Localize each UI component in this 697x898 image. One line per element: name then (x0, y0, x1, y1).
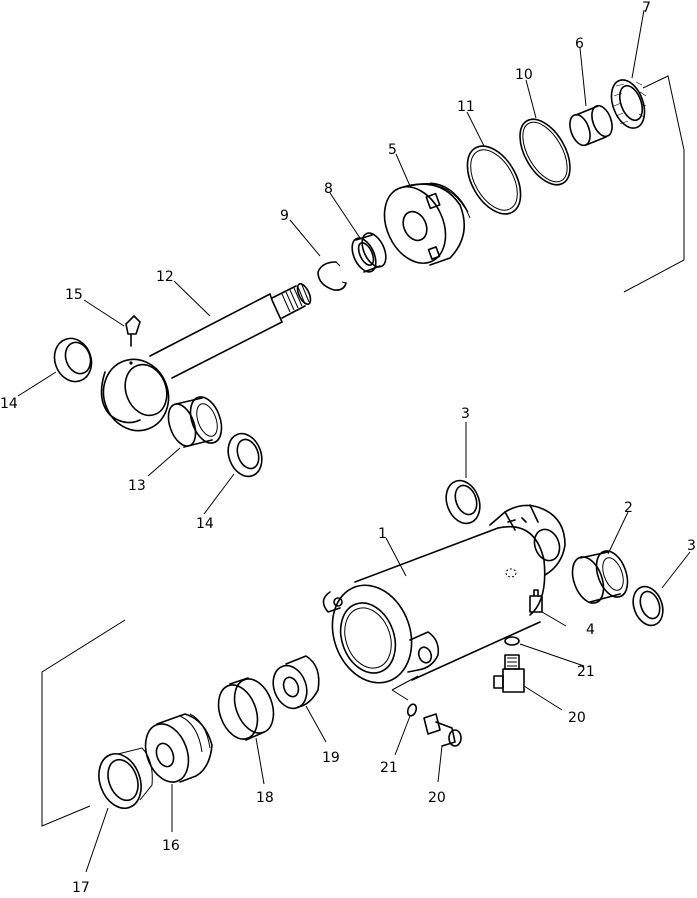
callout-7: 7 (642, 0, 651, 16)
bracket-line-upper (623, 75, 685, 293)
part-1-cylinder-tube (322, 504, 566, 684)
part-15-grease-nipple (125, 315, 141, 347)
part-3-dust-seal (445, 479, 481, 525)
part-3-dust-seal-right (632, 585, 664, 627)
callout-15: 15 (65, 287, 83, 303)
part-17-piston-seal (98, 747, 153, 809)
part-2-bushing (571, 550, 629, 604)
callout-2: 2 (624, 500, 633, 516)
part-16-piston (144, 713, 213, 783)
callout-9: 9 (280, 208, 289, 224)
part-19-nut (272, 655, 320, 710)
callout-13: 13 (128, 478, 146, 494)
callout-1: 1 (378, 526, 387, 542)
callout-3-right: 3 (687, 538, 696, 554)
part-6-bushing (569, 104, 613, 147)
callout-20-lower: 20 (428, 790, 446, 806)
callout-18: 18 (256, 790, 274, 806)
callout-14-lower: 14 (196, 516, 214, 532)
callout-6: 6 (575, 36, 584, 52)
callout-8: 8 (324, 181, 333, 197)
callout-3-upper: 3 (461, 406, 470, 422)
callout-12: 12 (156, 269, 174, 285)
callout-21-right: 21 (577, 664, 595, 680)
part-10-o-ring (519, 118, 571, 186)
part-18-wear-ring (217, 677, 275, 741)
callout-21-lower: 21 (380, 760, 398, 776)
callout-19: 19 (322, 750, 340, 766)
callout-11: 11 (457, 99, 475, 115)
part-21-o-ring (504, 636, 520, 646)
callout-14-upper: 14 (0, 396, 18, 412)
part-20-elbow-fitting (493, 654, 525, 693)
part-9-snap-ring (317, 261, 347, 291)
part-5-cylinder-head (383, 182, 471, 266)
port-connector-line (391, 675, 419, 701)
callout-20-right: 20 (568, 710, 586, 726)
part-14-dust-seal-lower (227, 432, 263, 478)
part-20-fitting-lower (423, 713, 462, 747)
part-21-o-ring-lower (406, 703, 418, 717)
callout-17: 17 (72, 880, 90, 896)
callout-10: 10 (515, 67, 533, 83)
callout-16: 16 (162, 838, 180, 854)
part-11-backup-ring (466, 145, 522, 215)
part-7-seal-ring (610, 79, 647, 129)
part-14-dust-seal (53, 337, 93, 383)
callout-5: 5 (388, 142, 397, 158)
part-12-piston-rod (100, 283, 312, 432)
part-4-plug (529, 589, 543, 613)
leader-lines (17, 9, 691, 873)
part-13-bushing (167, 396, 223, 448)
part-8-bushing (351, 232, 387, 273)
callout-4: 4 (586, 622, 595, 638)
bracket-line-lower (41, 619, 126, 827)
